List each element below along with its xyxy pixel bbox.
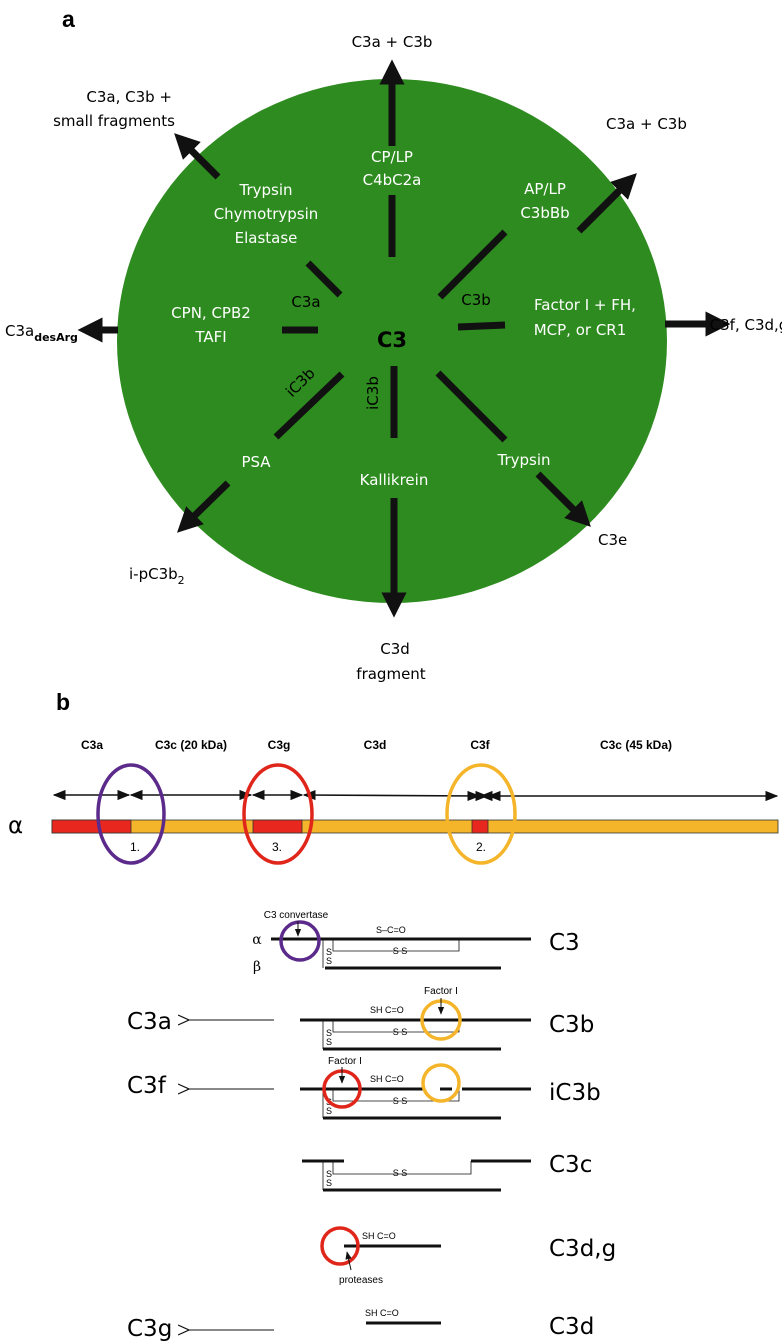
row-c3-convertase-circle — [279, 920, 321, 962]
arrow-bottom-right — [535, 471, 591, 527]
enzyme-top-left-3: Elastase — [235, 229, 298, 247]
segment-c3f: C3f — [470, 738, 490, 752]
bar-bottom-right-inner — [435, 370, 508, 443]
segment-c3g: C3g — [268, 738, 291, 752]
svg-text:S–C=O: S–C=O — [376, 925, 406, 935]
row-c3b-released: C3a — [127, 1009, 172, 1035]
alpha-label: α — [8, 813, 23, 839]
site-number-3: 3. — [272, 840, 282, 854]
row-ic3b-orange-circle — [421, 1063, 461, 1103]
svg-text:SH C=O: SH C=O — [362, 1231, 396, 1241]
segment-span-arrows — [52, 789, 779, 802]
enzyme-top-right-1: AP/LP — [524, 180, 566, 198]
row-c3-name: C3 — [549, 930, 580, 956]
svg-text:S: S — [326, 1106, 332, 1116]
c3a-region — [51, 819, 132, 834]
row-beta-label: β — [253, 959, 261, 975]
row-ic3b-released: C3f — [127, 1073, 167, 1099]
row-c3dg-name: C3d,g — [549, 1236, 616, 1262]
substrate-left: C3a — [291, 293, 320, 311]
panel-b-label: b — [56, 689, 70, 715]
segment-c3c-45: C3c (45 kDa) — [600, 738, 672, 752]
svg-text:S: S — [326, 1178, 332, 1188]
cleavage-site-3 — [242, 763, 314, 865]
row-ic3b-factor-i-note: Factor I — [328, 1056, 362, 1067]
bar-top-right-inner — [437, 229, 508, 300]
row-c3d-released: C3g — [127, 1316, 172, 1342]
svg-text:S: S — [326, 1028, 332, 1038]
row-c3: α β S S S–C=O S S C3 convertase C3 — [252, 910, 579, 975]
cleavage-site-2 — [445, 763, 517, 865]
product-top-left-1: C3a, C3b + — [86, 88, 172, 106]
svg-text:S S: S S — [393, 1168, 408, 1178]
arrow-bottom-left — [176, 480, 231, 533]
bar-right-inner — [457, 321, 506, 331]
row-ic3b-name: iC3b — [549, 1080, 601, 1106]
convertase-note: C3 convertase — [264, 910, 329, 921]
svg-text:S S: S S — [393, 1027, 408, 1037]
product-bottom-right: C3e — [598, 531, 627, 549]
row-c3c-name: C3c — [549, 1152, 592, 1178]
row-c3d: C3g SH C=O C3d — [127, 1308, 594, 1342]
row-c3dg-protease-circle — [320, 1226, 360, 1266]
svg-text:S: S — [326, 1169, 332, 1179]
segment-c3a: C3a — [81, 738, 103, 752]
cleavage-site-1 — [96, 763, 166, 865]
enzyme-top-left-1: Trypsin — [238, 181, 292, 199]
bar-top-left-inner — [305, 260, 343, 298]
svg-text:S: S — [326, 947, 332, 957]
enzyme-top-1: CP/LP — [371, 148, 413, 166]
enzyme-right-2: MCP, or CR1 — [534, 321, 627, 339]
enzyme-bottom: Kallikrein — [360, 471, 429, 489]
row-c3b-name: C3b — [549, 1012, 594, 1038]
site-number-2: 2. — [476, 840, 486, 854]
arrow-top-right-head — [579, 173, 637, 231]
product-right: C3f, C3d,g — [710, 316, 782, 334]
svg-text:S: S — [326, 1037, 332, 1047]
proteases-note: proteases — [339, 1275, 383, 1286]
c3g-region — [252, 819, 303, 834]
bar-bottom-left-inner — [273, 371, 345, 440]
product-left: C3adesArg — [5, 322, 78, 344]
product-bottom-2: fragment — [356, 665, 426, 683]
site-number-1: 1. — [130, 840, 140, 854]
enzyme-left-1: CPN, CPB2 — [171, 304, 251, 322]
svg-text:S S: S S — [393, 946, 408, 956]
arrow-top-left — [174, 133, 221, 180]
enzyme-bottom-left: PSA — [241, 453, 271, 471]
enzyme-top-right-2: C3bBb — [520, 204, 569, 222]
svg-text:SH C=O: SH C=O — [370, 1074, 404, 1084]
enzyme-bottom-right: Trypsin — [496, 451, 550, 469]
green-disc — [117, 79, 667, 603]
substrate-bottom: iC3b — [364, 376, 382, 410]
svg-text:S: S — [326, 956, 332, 966]
row-alpha-label: α — [252, 932, 262, 948]
svg-text:S S: S S — [393, 1096, 408, 1106]
enzyme-left-2: TAFI — [194, 328, 226, 346]
enzyme-top-left-2: Chymotrypsin — [214, 205, 319, 223]
svg-text:SH C=O: SH C=O — [370, 1005, 404, 1015]
product-top-left-2: small fragments — [53, 112, 175, 130]
row-c3c: S S S S C3c — [302, 1152, 592, 1192]
row-c3dg: SH C=O proteases C3d,g — [320, 1226, 616, 1286]
row-c3b: C3a S S SH C=O S S Factor I C3b — [127, 986, 594, 1051]
enzyme-top-2: C4bC2a — [363, 171, 422, 189]
product-top-right: C3a + C3b — [606, 115, 687, 133]
enzyme-right-1: Factor I + FH, — [534, 296, 636, 314]
product-top: C3a + C3b — [352, 33, 433, 51]
c3f-region — [471, 819, 489, 834]
substrate-right: C3b — [461, 291, 491, 309]
product-bottom-left: i-pC3b2 — [129, 565, 185, 587]
segment-c3c-20: C3c (20 kDa) — [155, 738, 227, 752]
row-ic3b: C3f S S SH C=O S S Factor I iC3b — [127, 1056, 601, 1120]
segment-c3d: C3d — [364, 738, 387, 752]
center-c3: C3 — [377, 328, 407, 352]
product-bottom-1: C3d — [380, 640, 410, 658]
row-c3d-name: C3d — [549, 1314, 594, 1340]
svg-text:SH C=O: SH C=O — [365, 1308, 399, 1318]
panel-a-label: a — [62, 6, 75, 32]
row-c3b-factor-i-note: Factor I — [424, 986, 458, 997]
